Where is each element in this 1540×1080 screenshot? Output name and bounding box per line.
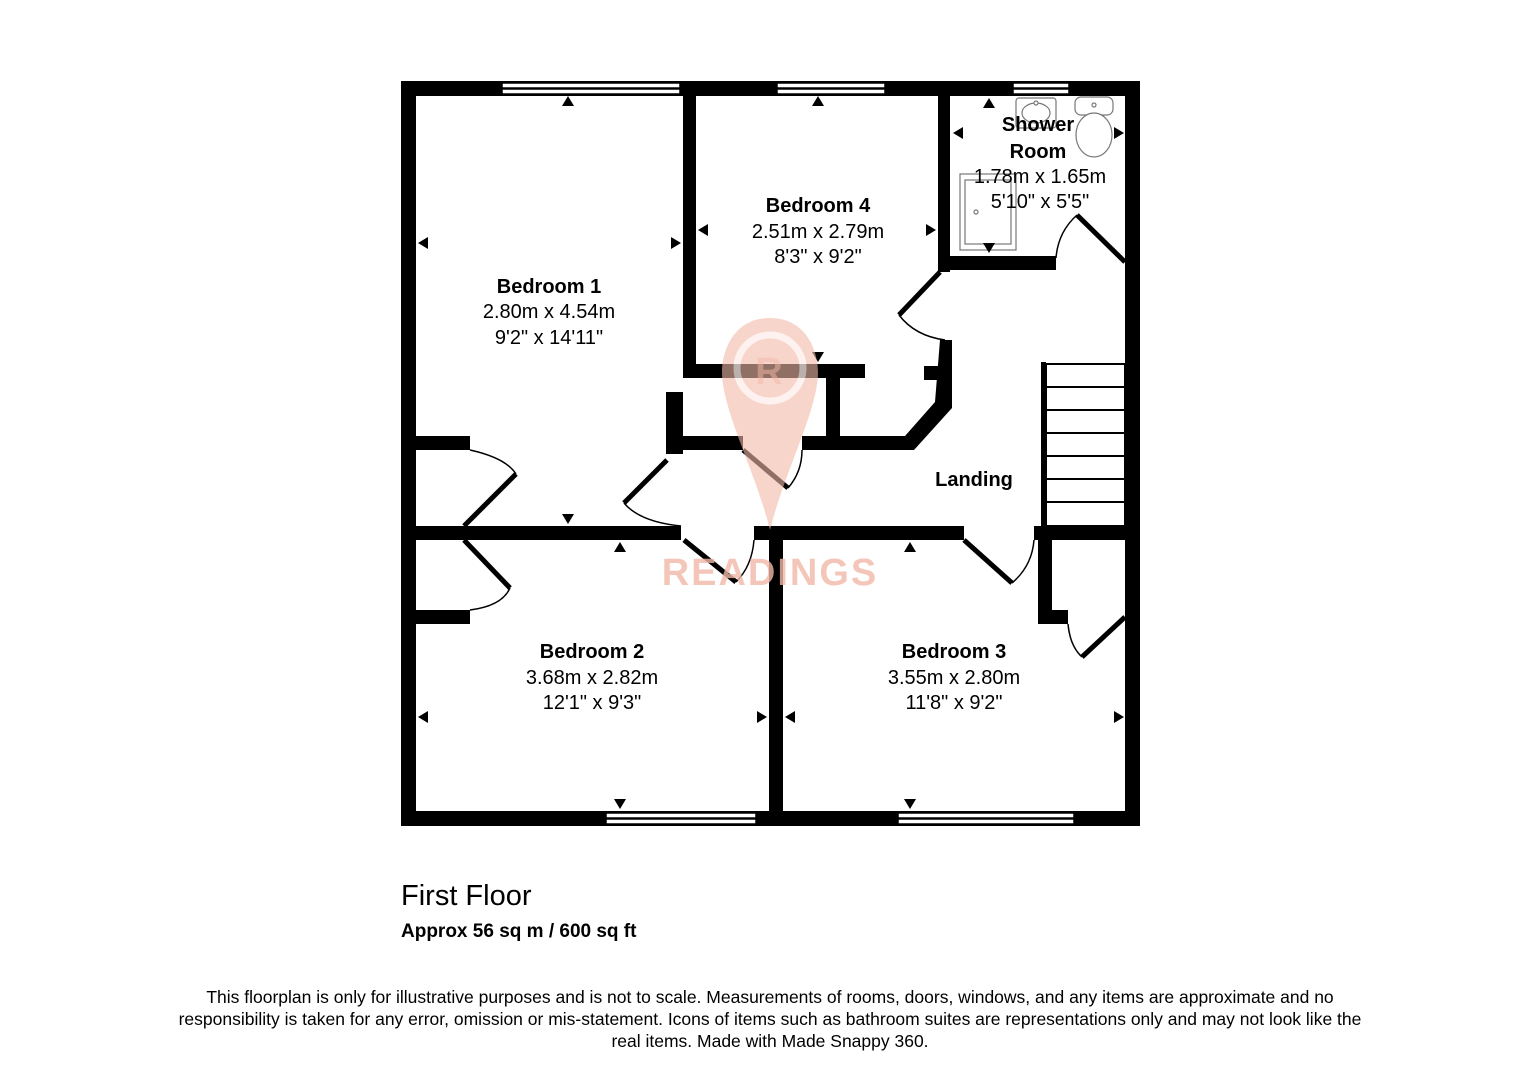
shower-fixtures	[959, 96, 1114, 251]
shower-tray-icon	[959, 173, 1017, 251]
room-dimensions-imperial: 5'10" x 5'5"	[991, 191, 1090, 213]
map-pin-r-icon	[722, 318, 818, 530]
disclaimer: This floorplan is only for illustrative …	[178, 987, 1362, 1051]
room-dimensions-metric: 1.78m x 1.65m	[974, 166, 1106, 188]
room-name: Bedroom 4	[766, 195, 871, 217]
room-bedroom-2: Bedroom 2 3.68m x 2.82m 12'1" x 9'3"	[526, 641, 658, 714]
room-dimensions-metric: 2.51m x 2.79m	[752, 221, 884, 243]
room-dimensions-imperial: 8'3" x 9'2"	[774, 246, 861, 268]
windows	[501, 82, 1075, 825]
room-name: Bedroom 1	[497, 276, 601, 298]
room-bedroom-4: Bedroom 4 2.51m x 2.79m 8'3" x 9'2"	[752, 195, 884, 268]
basin-icon	[1015, 97, 1057, 129]
room-dimensions-imperial: 12'1" x 9'3"	[543, 692, 642, 714]
room-name: Bedroom 2	[540, 641, 644, 663]
room-dimensions-imperial: 11'8" x 9'2"	[905, 692, 1002, 714]
room-bedroom-1: Bedroom 1 2.80m x 4.54m 9'2" x 14'11"	[483, 276, 615, 349]
room-dimensions-metric: 3.55m x 2.80m	[888, 667, 1020, 689]
walls	[401, 81, 1140, 826]
floor-area: Approx 56 sq m / 600 sq ft	[401, 921, 637, 942]
room-bedroom-3: Bedroom 3 3.55m x 2.80m 11'8" x 9'2"	[888, 641, 1020, 714]
room-name: Landing	[935, 469, 1013, 491]
room-name: Bedroom 3	[902, 641, 1006, 663]
floor-title: First Floor	[401, 880, 532, 912]
room-name-line2: Room	[1010, 141, 1067, 163]
room-dimensions-metric: 3.68m x 2.82m	[526, 667, 658, 689]
room-dimensions-imperial: 9'2" x 14'11"	[495, 327, 603, 349]
room-shower-room: Shower Room 1.78m x 1.65m 5'10" x 5'5"	[974, 114, 1106, 213]
room-landing: Landing	[935, 469, 1013, 491]
room-dimensions-metric: 2.80m x 4.54m	[483, 301, 615, 323]
toilet-icon	[1074, 96, 1114, 158]
dimension-arrows	[418, 96, 1124, 809]
watermark-brand: READINGS	[662, 552, 879, 594]
room-name-line1: Shower	[1002, 114, 1074, 136]
watermark-letter: R	[755, 351, 784, 393]
staircase	[1045, 363, 1126, 527]
watermark: R READINGS	[662, 318, 879, 594]
